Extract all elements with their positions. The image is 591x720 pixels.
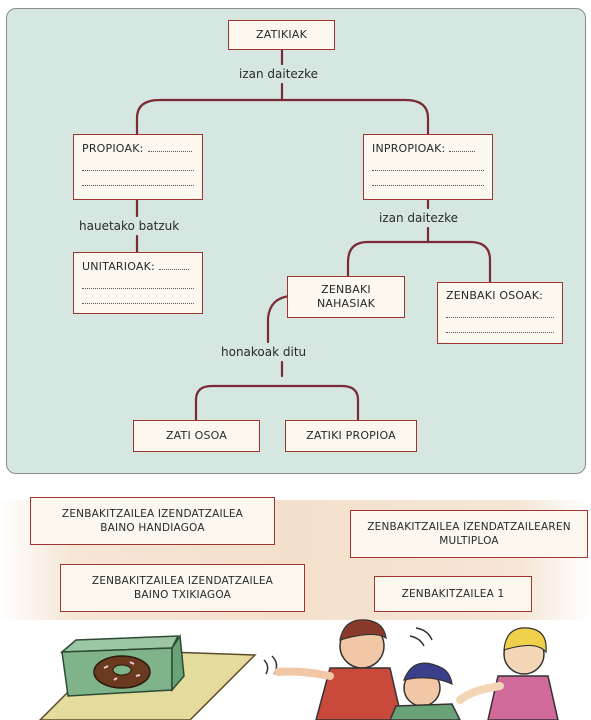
right-connector-label: izan daitezke — [376, 210, 462, 226]
card-line: BAINO TXIKIAGOA — [133, 589, 232, 601]
answer-blank — [372, 159, 484, 171]
card-line: ZENBAKITZAILEA 1 — [401, 588, 505, 600]
answer-blank — [446, 306, 554, 318]
proper-part-box: ZATIKI PROPIOA — [285, 420, 417, 452]
mixed-numbers-box: ZENBAKI NAHASIAK — [287, 276, 405, 318]
left-connector-label: hauetako batzuk — [76, 218, 183, 234]
whole-part-label: ZATI OSOA — [165, 429, 228, 442]
whole-part-box: ZATI OSOA — [133, 420, 260, 452]
card-line: BAINO HANDIAGOA — [100, 522, 205, 534]
improper-label: INPROPIOAK: — [372, 142, 446, 155]
whole-numbers-box: ZENBAKI OSOAK: — [437, 282, 563, 344]
answer-blank — [158, 259, 189, 270]
unit-label: UNITARIOAK: — [82, 260, 155, 273]
card-line: MULTIPLOA — [439, 535, 499, 547]
answer-blank — [82, 174, 194, 186]
card-line: ZENBAKITZAILEA IZENDATZAILEAREN — [367, 521, 571, 533]
root-connector-label: izan daitezke — [236, 66, 322, 82]
illustration — [38, 619, 559, 720]
proper-label: PROPIOAK: — [82, 142, 144, 155]
card-line: ZENBAKITZAILEA IZENDATZAILEA — [91, 575, 274, 587]
mixed-connector-label: honakoak ditu — [218, 344, 310, 360]
card-greater[interactable]: ZENBAKITZAILEA IZENDATZAILEA BAINO HANDI… — [30, 497, 275, 545]
unit-box: UNITARIOAK: — [73, 252, 203, 314]
answer-blank — [82, 159, 194, 171]
mixed-label-line2: NAHASIAK — [316, 297, 376, 310]
card-multiple[interactable]: ZENBAKITZAILEA IZENDATZAILEAREN MULTIPLO… — [350, 510, 588, 558]
proper-part-label: ZATIKI PROPIOA — [306, 429, 396, 442]
answer-blank — [372, 174, 484, 186]
answer-blank — [147, 141, 192, 152]
root-label: ZATIKIAK — [256, 28, 307, 41]
proper-box: PROPIOAK: — [73, 134, 203, 200]
root-box: ZATIKIAK — [228, 20, 335, 50]
card-numerator-one[interactable]: ZENBAKITZAILEA 1 — [374, 576, 532, 612]
card-line: ZENBAKITZAILEA IZENDATZAILEA — [61, 508, 244, 520]
answer-blank — [82, 277, 194, 289]
mixed-label-line1: ZENBAKI — [321, 283, 371, 296]
answer-blank — [449, 141, 476, 152]
whole-label: ZENBAKI OSOAK: — [446, 289, 544, 302]
card-less[interactable]: ZENBAKITZAILEA IZENDATZAILEA BAINO TXIKI… — [60, 564, 305, 612]
answer-blank — [82, 292, 194, 304]
improper-box: INPROPIOAK: — [363, 134, 493, 200]
answer-blank — [446, 321, 554, 333]
